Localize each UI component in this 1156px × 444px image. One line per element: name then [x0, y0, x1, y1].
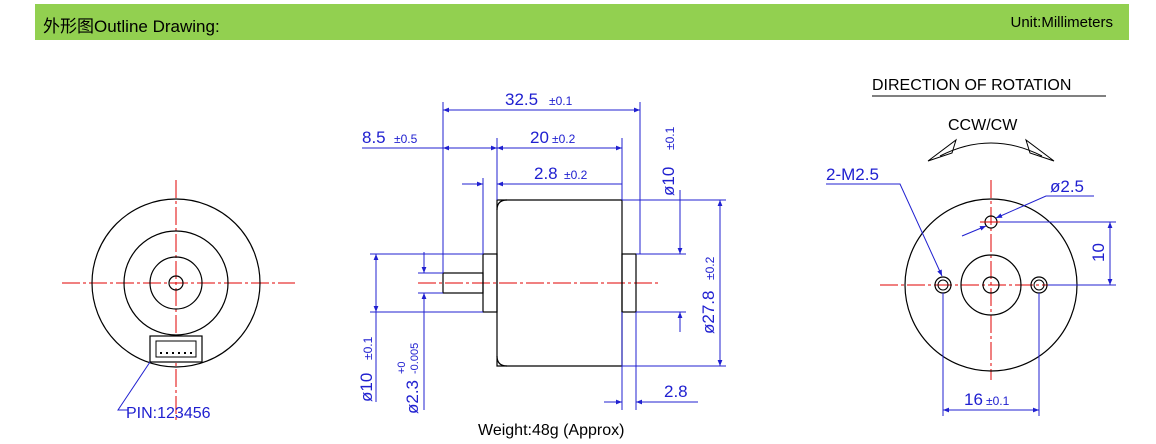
- dim-boss-dia-tol: ±0.1: [361, 336, 375, 360]
- rotation-arc: [939, 142, 1043, 157]
- pin-label: PIN:123456: [126, 405, 211, 422]
- hole-dia: ø2.5: [1050, 177, 1084, 196]
- rear-mid-circle: [123, 230, 229, 336]
- rear-outer-circle: [91, 198, 261, 368]
- dim-shaft-dia-tol-lower: -0.005: [409, 343, 421, 374]
- header-title: 外形图Outline Drawing:: [43, 17, 220, 36]
- pin-leader: [117, 361, 151, 411]
- rear-boss-circle: [149, 256, 203, 310]
- screw-leader: [826, 183, 943, 277]
- hole-offset: 10: [1089, 243, 1108, 262]
- dim-rear-dia: ø10: [659, 167, 678, 196]
- dim-shaft-ext-tol: ±0.5: [394, 132, 418, 146]
- front-view: DIRECTION OF ROTATION CCW/CW 2-M2.5 ø2.5…: [826, 77, 1116, 416]
- dim-body-dia: ø27.8: [699, 291, 718, 334]
- dim-boss-dia: ø10: [357, 373, 376, 402]
- dim-shaft-ext: 8.5: [362, 128, 386, 147]
- dim-length-tol: ±0.1: [549, 94, 573, 108]
- dim-rear-dia-tol: ±0.1: [663, 126, 677, 150]
- rear-view: PIN:123456: [62, 180, 295, 422]
- ccw-arrow-icon: [927, 138, 957, 162]
- hole-spacing-tol: ±0.1: [986, 394, 1010, 408]
- weight-label: Weight:48g (Approx): [478, 422, 624, 439]
- side-view: 32.5 ±0.1 8.5 ±0.5 20 ±0.2 2.8 ±0.2 ø10 …: [357, 90, 726, 439]
- rotation-value: CCW/CW: [948, 117, 1018, 134]
- unit-label: Unit:Millimeters: [1010, 14, 1113, 31]
- screw-label: 2-M2.5: [826, 165, 879, 184]
- dim-boss: 2.8: [534, 164, 558, 183]
- dim-shaft-dia-tol-upper: +0: [396, 361, 408, 374]
- front-boss-circle: [960, 254, 1022, 316]
- front-shaft-circle: [982, 276, 1000, 294]
- cw-arrow-icon: [1025, 138, 1055, 162]
- dim-body-dia-tol: ±0.2: [703, 256, 717, 280]
- rotation-title: DIRECTION OF ROTATION: [872, 77, 1071, 94]
- dim-shaft-dia: ø2.3: [403, 380, 422, 414]
- connector-body: [149, 335, 203, 363]
- dim-body: 20: [530, 128, 549, 147]
- header-bar: 外形图Outline Drawing: Unit:Millimeters: [35, 4, 1129, 40]
- hole-dia-leader: [995, 195, 1094, 219]
- connector-pins: [160, 352, 192, 354]
- rear-shaft-circle: [168, 275, 184, 291]
- rear-boss: [621, 253, 637, 313]
- dim-rear-len: 2.8: [664, 382, 688, 401]
- connector-slot: [155, 340, 197, 358]
- dim-length: 32.5: [505, 90, 538, 109]
- dim-body-tol: ±0.2: [552, 132, 576, 146]
- hole-spacing: 16: [964, 390, 983, 409]
- dim-boss-tol: ±0.2: [564, 168, 588, 182]
